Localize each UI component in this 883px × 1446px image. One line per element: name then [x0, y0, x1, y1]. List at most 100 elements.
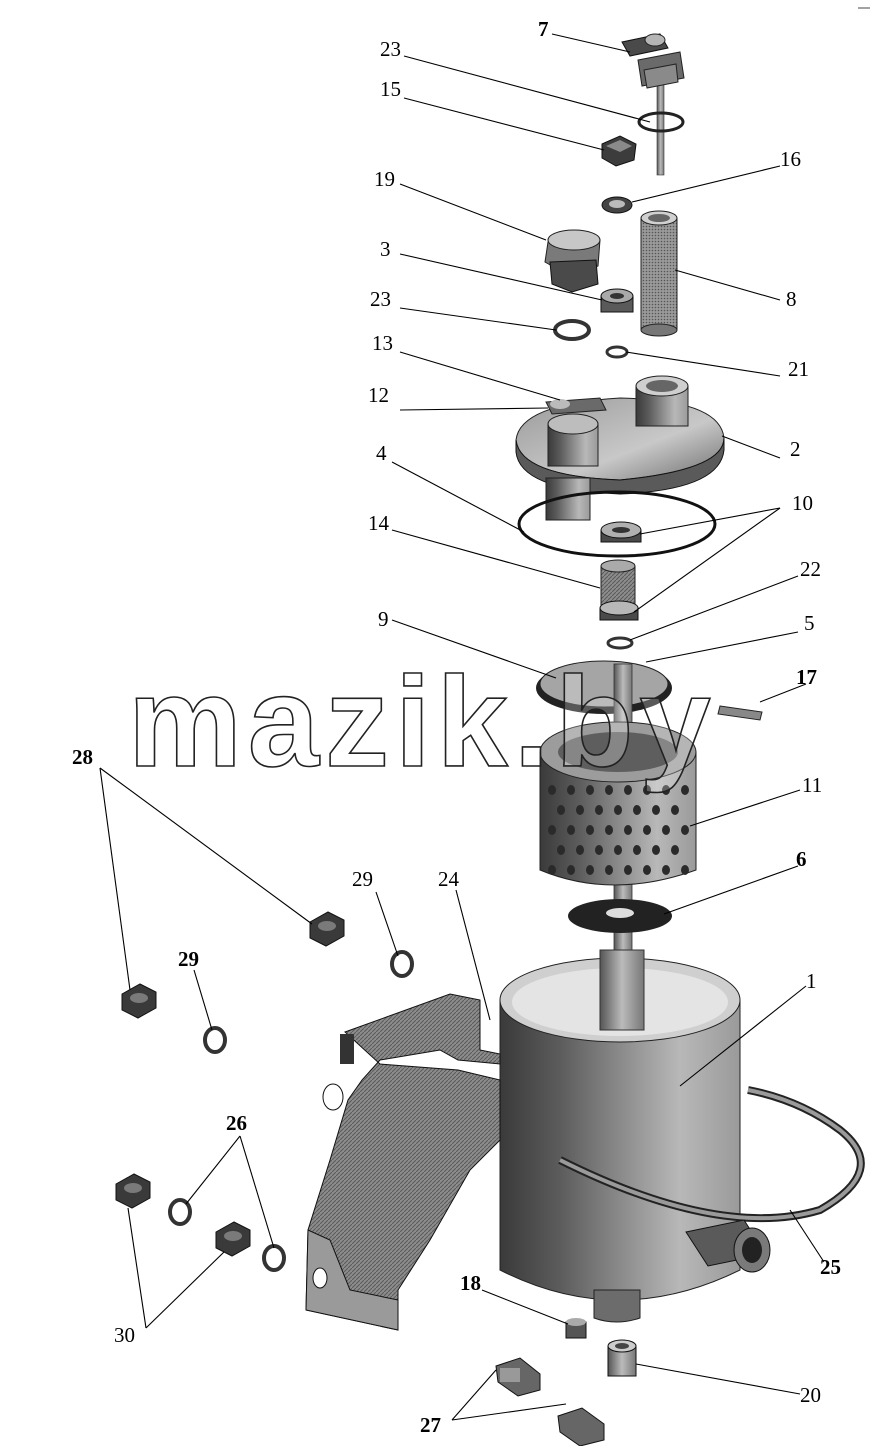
callout-19: 19 [374, 167, 395, 191]
perforation-hole [671, 805, 679, 815]
callout-16: 16 [780, 147, 801, 171]
perforation-hole [548, 785, 556, 795]
part-27-bolt-b [557, 1407, 605, 1446]
perforation-hole [643, 785, 651, 795]
perforation-hole [633, 805, 641, 815]
part-15-nut [601, 135, 637, 167]
perforation-hole [605, 865, 613, 875]
callout-15: 15 [380, 77, 401, 101]
callout-29b: 29 [178, 947, 199, 971]
callout-9: 9 [378, 607, 389, 631]
perforation-hole [548, 825, 556, 835]
callout-13: 13 [372, 331, 393, 355]
perforation-hole [605, 785, 613, 795]
callout-2: 2 [790, 437, 801, 461]
part-9-plate [536, 660, 672, 714]
callout-20: 20 [800, 1383, 821, 1407]
part-27-bolt-a [495, 1357, 541, 1397]
perforation-hole [614, 805, 622, 815]
leader-lines [99, 33, 825, 1421]
perforation-hole [567, 865, 575, 875]
part-29-washer-b [203, 1026, 227, 1054]
perforation-hole [662, 825, 670, 835]
perforation-hole [633, 845, 641, 855]
callout-6: 6 [796, 847, 807, 871]
perforation-hole [586, 785, 594, 795]
perforation-hole [595, 805, 603, 815]
part-30-nut-b [215, 1221, 251, 1257]
part-23-washer [553, 319, 591, 341]
part-24-bracket [305, 993, 501, 1331]
perforation-hole [671, 845, 679, 855]
callout-7: 7 [538, 17, 549, 41]
perforation-hole [557, 845, 565, 855]
callout-10: 10 [792, 491, 813, 515]
callout-5: 5 [804, 611, 815, 635]
callout-22: 22 [800, 557, 821, 581]
perforation-hole [643, 825, 651, 835]
callout-29a: 29 [352, 867, 373, 891]
part-14-spring [600, 559, 636, 607]
part-3-nut [600, 288, 634, 313]
part-1-housing [499, 949, 741, 1323]
part-19-plug [544, 229, 601, 293]
watermark: mazik.by [128, 651, 717, 794]
part-8-mesh-filter [640, 210, 678, 337]
callout-14: 14 [368, 511, 390, 535]
callout-28: 28 [72, 745, 93, 769]
callout-8: 8 [786, 287, 797, 311]
part-23-oring-top [637, 111, 685, 133]
perforation-hole [662, 865, 670, 875]
callout-25: 25 [820, 1255, 841, 1279]
perforation-hole [681, 825, 689, 835]
callout-4: 4 [376, 441, 387, 465]
perforation-hole [605, 825, 613, 835]
part-2-cover [515, 375, 725, 521]
part-10-nut-lower [599, 600, 639, 621]
callout-12: 12 [368, 383, 389, 407]
callout-30: 30 [114, 1323, 135, 1347]
part-26-washer-b [262, 1244, 286, 1272]
part-28-nut-b [121, 983, 157, 1019]
part-11-filter-element [539, 721, 697, 886]
perforation-hole [576, 805, 584, 815]
perforation-hole [557, 805, 565, 815]
part-17-pin [717, 705, 763, 721]
perforation-hole [567, 785, 575, 795]
callout-23b: 23 [370, 287, 391, 311]
perforation-hole [681, 865, 689, 875]
perforation-hole [652, 845, 660, 855]
part-26-washer-a [168, 1198, 192, 1226]
callout-21: 21 [788, 357, 809, 381]
perforation-hole [652, 805, 660, 815]
part-25-pipe [558, 1086, 865, 1273]
perforation-hole [586, 825, 594, 835]
part-12-13-screw [545, 397, 607, 415]
perforation-hole [624, 865, 632, 875]
perforation-hole [567, 825, 575, 835]
perforation-hole [681, 785, 689, 795]
perforation-hole [662, 785, 670, 795]
part-6-gasket [568, 899, 672, 933]
callout-3: 3 [380, 237, 391, 261]
perforation-hole [586, 865, 594, 875]
perforation-hole [548, 865, 556, 875]
perforation-hole [643, 865, 651, 875]
part-18-plug [565, 1318, 587, 1339]
perforation-hole [614, 845, 622, 855]
part-30-nut-a [115, 1173, 151, 1209]
part-10-nut-upper [600, 521, 642, 543]
perforation-hole [595, 845, 603, 855]
part-20-fitting [607, 1339, 637, 1377]
perforation-hole [576, 845, 584, 855]
perforation-hole [624, 825, 632, 835]
callout-23a: 23 [380, 37, 401, 61]
callout-1: 1 [806, 969, 817, 993]
part-28-nut-a [309, 911, 345, 947]
part-29-washer-a [390, 950, 414, 978]
callout-11: 11 [802, 773, 822, 797]
part-22-washer [606, 636, 634, 650]
callout-26: 26 [226, 1111, 247, 1135]
